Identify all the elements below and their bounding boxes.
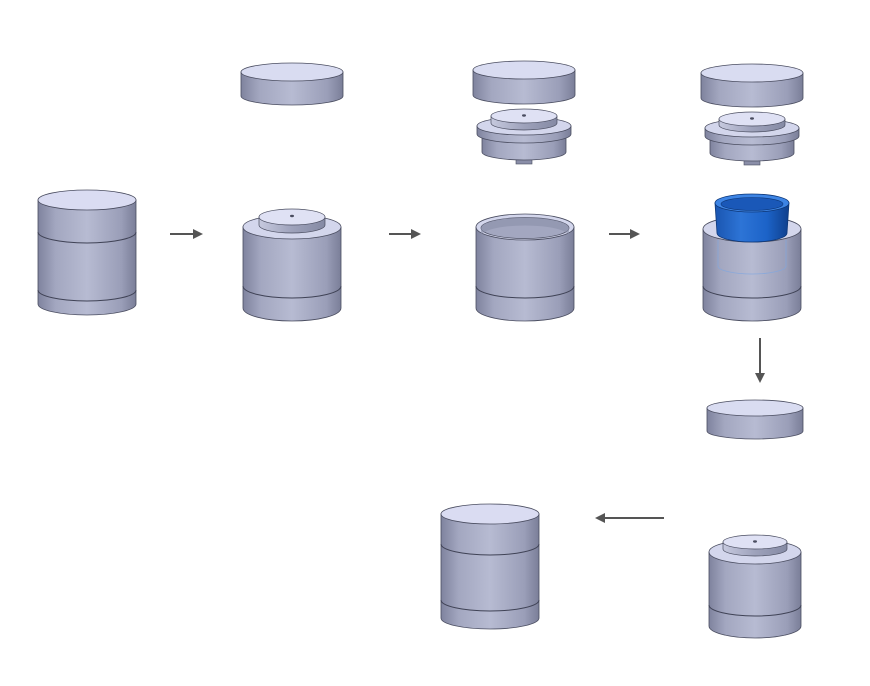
stage-reassembled-mold	[440, 503, 540, 630]
inner-core	[476, 108, 572, 165]
stage-lid-removed	[240, 62, 344, 322]
stage-blue-part-in-cavity	[700, 63, 804, 322]
top-lid	[700, 63, 804, 108]
top-lid	[472, 60, 576, 105]
top-lid	[240, 62, 344, 106]
top-lid	[706, 399, 804, 440]
stage-inner-core-removed	[472, 60, 576, 322]
stage-part-ejected	[706, 399, 804, 639]
inner-core	[704, 111, 800, 166]
stage-assembled-mold	[37, 189, 137, 316]
blue-molded-part	[714, 193, 790, 243]
